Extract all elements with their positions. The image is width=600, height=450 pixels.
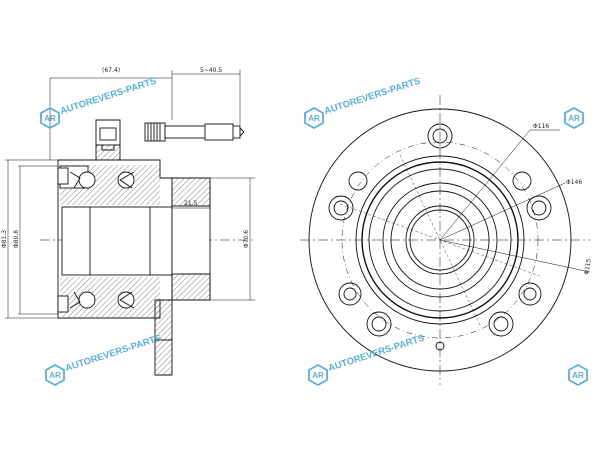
svg-text:AUTOREVERS-PARTS: AUTOREVERS-PARTS bbox=[323, 76, 422, 118]
watermark-far-right-top bbox=[564, 107, 584, 129]
dim-flange-thickness: 21.5 bbox=[184, 200, 198, 207]
dim-bolt-circle-2: Φ146 bbox=[566, 179, 582, 186]
watermark-far-right-bottom bbox=[568, 364, 588, 386]
watermark-bottom-left: AUTOREVERS-PARTS bbox=[45, 333, 163, 386]
svg-text:AUTOREVERS-PARTS: AUTOREVERS-PARTS bbox=[59, 76, 158, 118]
dim-bolt-circle-1: Φ116 bbox=[533, 123, 549, 130]
dim-bearing-dia: Φ80.8 bbox=[13, 230, 20, 248]
watermark-top-right: AUTOREVERS-PARTS bbox=[304, 76, 422, 129]
watermark-bottom-right: AUTOREVERS-PARTS bbox=[308, 333, 426, 386]
front-view bbox=[300, 95, 591, 385]
dim-width-total: (67.4) bbox=[102, 67, 120, 74]
dim-stud-range: 5~40.5 bbox=[200, 67, 222, 74]
section-view bbox=[5, 70, 255, 376]
dim-outer-dia: Φ81.3 bbox=[1, 230, 8, 248]
svg-text:AUTOREVERS-PARTS: AUTOREVERS-PARTS bbox=[64, 333, 163, 375]
dim-bolt-circle-3: Φ115 bbox=[583, 258, 593, 275]
dim-pilot-dia: Φ70.6 bbox=[243, 230, 250, 248]
